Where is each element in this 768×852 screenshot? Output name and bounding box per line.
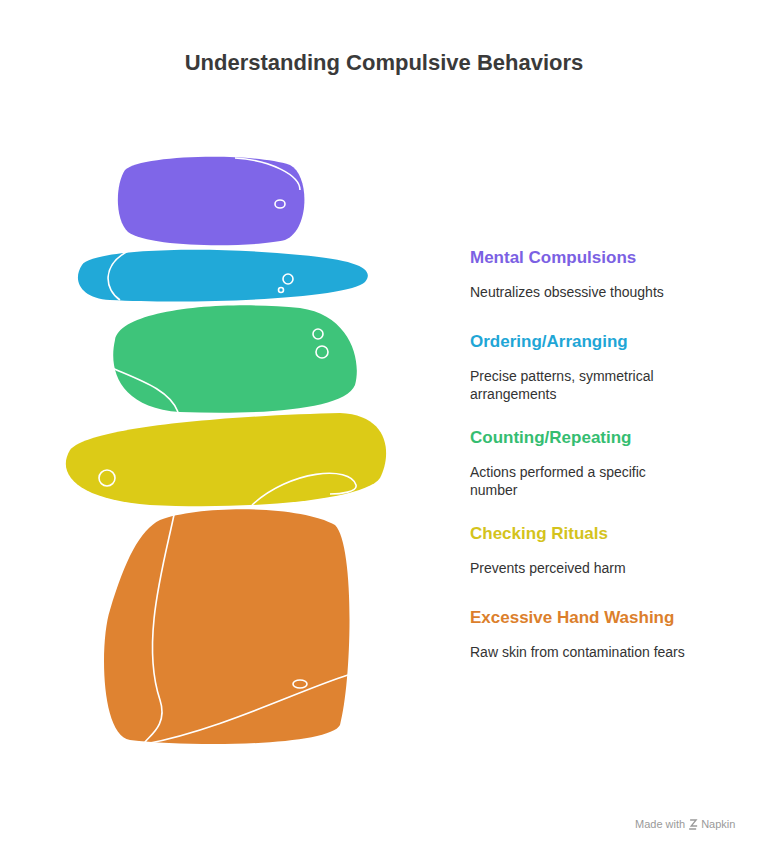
yellow-stone xyxy=(66,413,386,506)
watermark-text: Napkin xyxy=(701,818,735,830)
item-label: Checking RitualsPrevents perceived harm xyxy=(470,523,710,577)
blue-stone xyxy=(78,250,368,302)
item-description: Actions performed a specific number xyxy=(470,463,682,499)
diagram-title: Understanding Compulsive Behaviors xyxy=(0,50,768,76)
item-description: Precise patterns, symmetrical arrangemen… xyxy=(470,367,710,403)
orange-stone xyxy=(104,509,349,744)
item-label: Mental CompulsionsNeutralizes obsessive … xyxy=(470,247,710,301)
napkin-logo xyxy=(689,820,697,829)
item-description: Raw skin from contamination fears xyxy=(470,643,720,661)
item-description: Neutralizes obsessive thoughts xyxy=(470,283,710,301)
item-heading: Excessive Hand Washing xyxy=(470,607,720,629)
item-label: Excessive Hand WashingRaw skin from cont… xyxy=(470,607,720,661)
item-heading: Checking Rituals xyxy=(470,523,710,545)
item-heading: Ordering/Arranging xyxy=(470,331,710,353)
watermark-text: Made with xyxy=(635,818,685,830)
item-heading: Counting/Repeating xyxy=(470,427,682,449)
item-heading: Mental Compulsions xyxy=(470,247,710,269)
green-stone xyxy=(113,305,357,412)
purple-stone xyxy=(118,157,305,245)
item-description: Prevents perceived harm xyxy=(470,559,710,577)
item-label: Ordering/ArrangingPrecise patterns, symm… xyxy=(470,331,710,403)
item-label: Counting/RepeatingActions performed a sp… xyxy=(470,427,682,499)
